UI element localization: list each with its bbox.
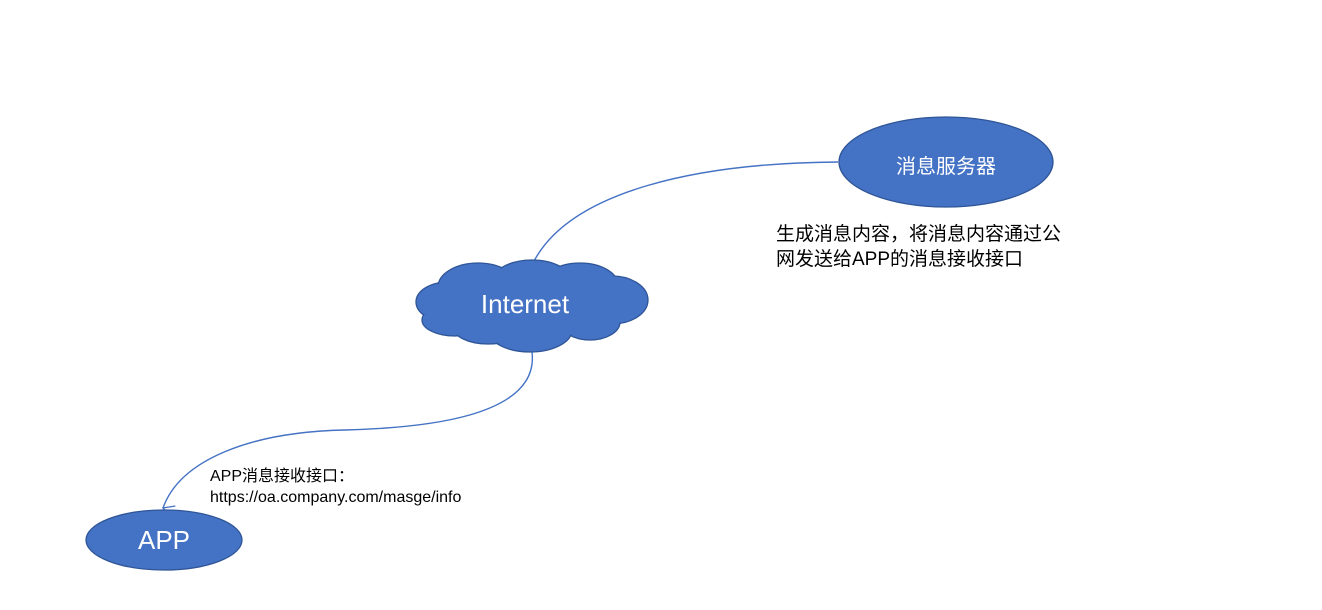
- server-label: 消息服务器: [896, 156, 996, 178]
- server-note-line2: 网发送给APP的消息接收接口: [776, 249, 1024, 270]
- server-note: 生成消息内容，将消息内容通过公 网发送给APP的消息接收接口: [776, 222, 1061, 272]
- app-note-url: https://oa.company.com/masge/info: [210, 489, 462, 506]
- app-note: APP消息接收接口： https://oa.company.com/masge/…: [210, 466, 461, 508]
- internet-label: Internet: [480, 289, 570, 319]
- app-node: [85, 509, 243, 571]
- internet-cloud-icon: [415, 259, 649, 353]
- app-note-line1: APP消息接收接口：: [210, 468, 355, 485]
- connector-internet-to-app: [161, 351, 533, 518]
- server-node: [838, 116, 1054, 208]
- app-label: APP: [137, 525, 191, 555]
- server-note-line1: 生成消息内容，将消息内容通过公: [776, 224, 1062, 245]
- connector-server-to-internet: [531, 161, 839, 274]
